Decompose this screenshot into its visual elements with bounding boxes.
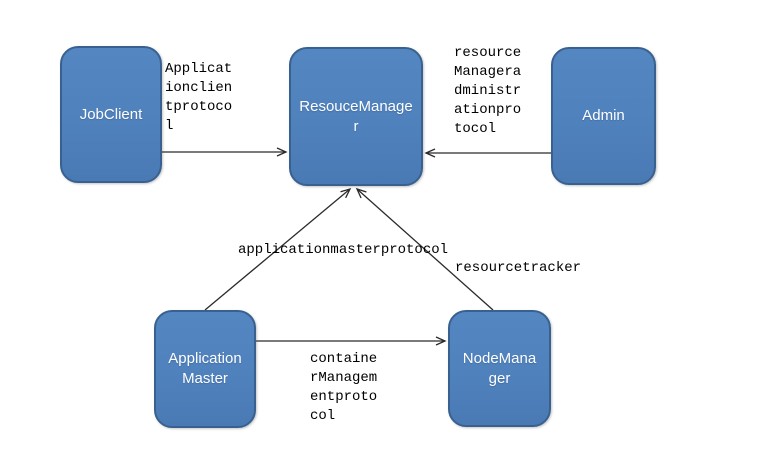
edge-label-resource-manager-administration-protocol: resource Managera dministr ationpro toco… [454,45,522,137]
node-admin-label: Admin [582,107,625,124]
node-nodemanager: NodeMana ger [448,310,551,427]
node-applicationmaster-label: Application Master [168,350,242,387]
node-nodemanager-label: NodeMana ger [462,349,537,387]
node-applicationmaster: Application Master [154,310,256,428]
edge-label-application-master-protocol: applicationmasterprotocol [238,242,449,258]
edge-label-resource-tracker: resourcetracker [455,260,582,276]
node-resourcemanager-label: ResouceManage r [299,97,413,135]
node-jobclient-label: JobClient [79,105,143,123]
edge-label-container-management-protocol: containe rManagem entproto col [310,351,378,424]
node-admin: Admin [551,47,656,185]
node-resourcemanager: ResouceManage r [289,47,423,186]
node-jobclient: JobClient [60,46,162,183]
edge-label-application-client-protocol: Applicat ionclien tprotoco l [165,61,233,134]
